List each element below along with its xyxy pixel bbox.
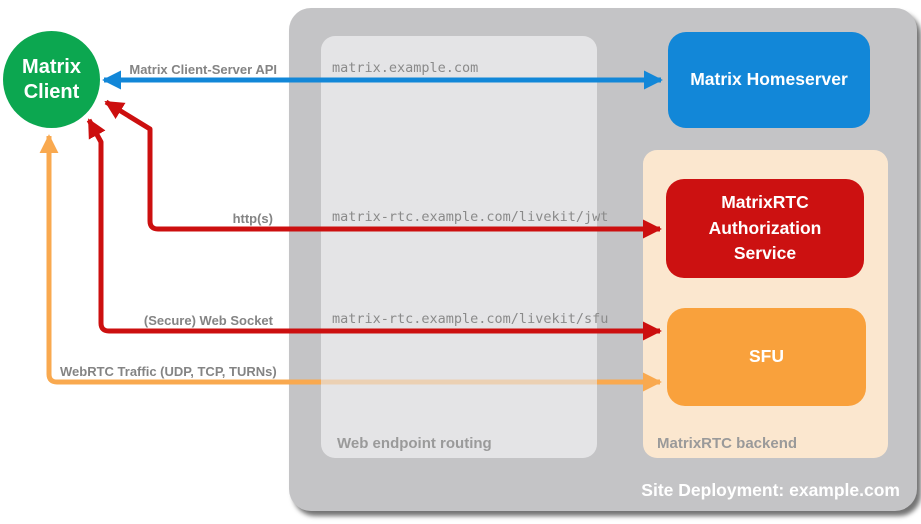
- sfu-node: SFU: [667, 308, 866, 406]
- websocket-arrow-label: (Secure) Web Socket: [143, 313, 273, 328]
- matrix-client-label: Matrix Client: [22, 55, 81, 103]
- sfu-label: SFU: [749, 346, 784, 367]
- matrix-client-node: Matrix Client: [3, 31, 100, 128]
- matrix-homeserver-node: Matrix Homeserver: [668, 32, 870, 128]
- client-server-api-arrow-label: Matrix Client-Server API: [129, 62, 277, 77]
- endpoint-matrix-example-com: matrix.example.com: [332, 60, 479, 76]
- web-endpoint-routing-container: [321, 36, 597, 458]
- endpoint-livekit-sfu: matrix-rtc.example.com/livekit/sfu: [332, 311, 609, 327]
- matrixrtc-authorization-service-node: MatrixRTC Authorization Service: [666, 179, 864, 278]
- web-endpoint-routing-caption: Web endpoint routing: [337, 435, 492, 452]
- site-deployment-caption: Site Deployment: example.com: [641, 480, 900, 500]
- endpoint-livekit-jwt: matrix-rtc.example.com/livekit/jwt: [332, 209, 609, 225]
- matrix-homeserver-label: Matrix Homeserver: [690, 69, 848, 90]
- https-arrow-label: http(s): [232, 211, 273, 226]
- webrtc-traffic-arrow-label: WebRTC Traffic (UDP, TCP, TURNs): [60, 364, 277, 379]
- matrixrtc-authorization-service-label: MatrixRTC Authorization Service: [708, 192, 822, 264]
- matrixrtc-backend-caption: MatrixRTC backend: [657, 435, 798, 452]
